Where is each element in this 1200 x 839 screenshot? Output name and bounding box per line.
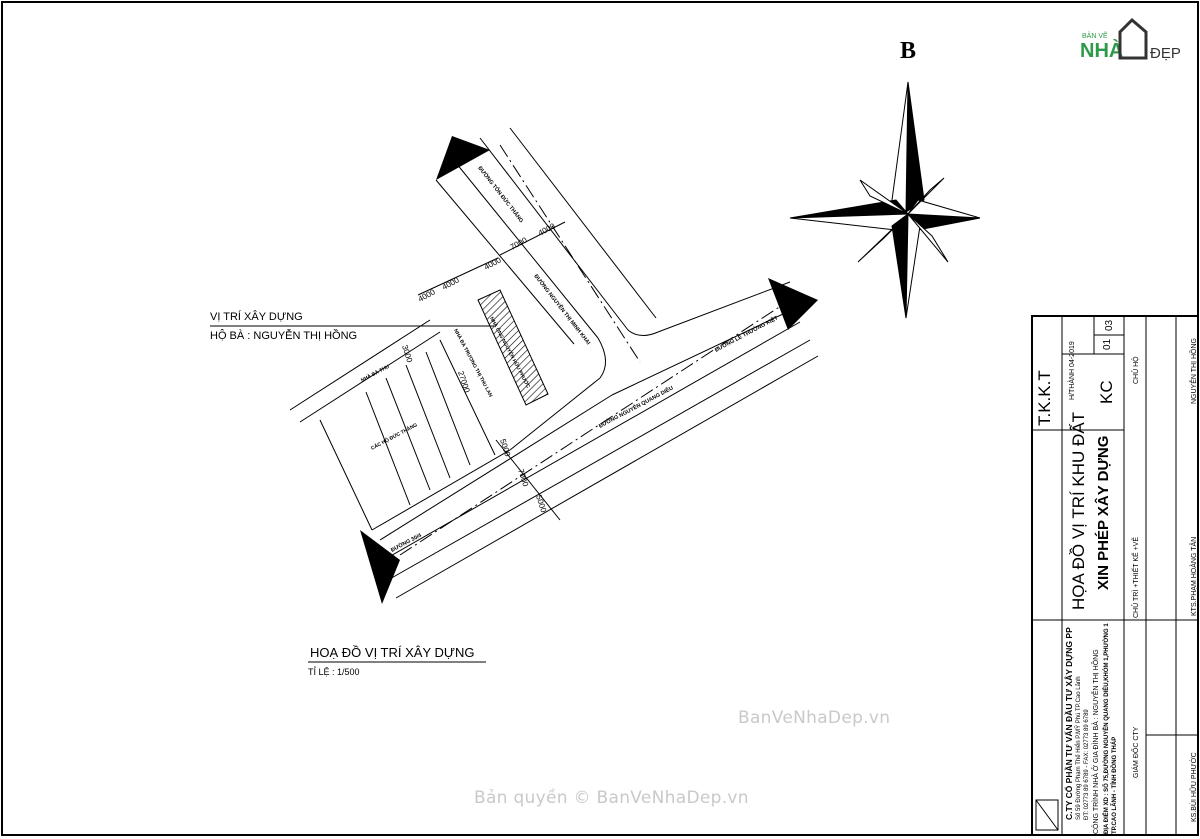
logo-top-text: BẢN VẼ (1082, 31, 1108, 40)
arrow-west-icon (360, 530, 400, 604)
logo-left-text: NHÀ (1080, 39, 1123, 62)
role-designer: CHỦ TRÌ +THIẾT KẾ +VẼ (1130, 537, 1140, 618)
dim-line (495, 439, 561, 521)
legend-building-site: VỊ TRÍ XÂY DỰNG (210, 310, 303, 323)
dimension-label: 5000 (534, 494, 548, 514)
lot-label: NHÀ BÀ TRƯƠNG THỊ THU LAN (452, 328, 494, 399)
lot-line (385, 377, 431, 491)
street-names: ĐƯỜNG TÔN ĐỨC THẮNG ĐƯỜNG NGUYỄN THỊ MIN… (389, 164, 780, 553)
north-letter: B (900, 38, 916, 64)
road-edge (379, 394, 613, 541)
location-line-2: TP.CAO LÃNH - TỈNH ĐỒNG THÁP (1111, 737, 1118, 834)
lot-line (371, 449, 511, 531)
lot-line (405, 364, 451, 479)
title-block-text: C.TY CỔ PHẦN TƯ VẤN ĐẦU TƯ XÂY DỰNG PP S… (1035, 319, 1198, 834)
road-edge (395, 355, 819, 599)
road-corner (597, 337, 606, 379)
watermark-copyright: Bản quyền © BanVeNhaDep.vn (474, 788, 749, 808)
lot-line (289, 319, 431, 411)
road-centerline (399, 299, 791, 556)
lot-label: CÁC HỘ ĐỨC THẮNG (369, 420, 418, 451)
direction-arrows (360, 136, 818, 604)
dimension-label: 3000 (400, 344, 414, 364)
dimension-label: 27000 (456, 370, 472, 394)
road-edge (435, 179, 575, 345)
name-designer: KTS.PHẠM HOÀNG TÂN (1189, 537, 1198, 616)
road-edge (509, 377, 601, 451)
logo-right-text: ĐẸP (1150, 45, 1181, 62)
lot-line (439, 339, 496, 456)
firm-name: C.TY CỔ PHẦN TƯ VẤN ĐẦU TƯ XÂY DỰNG PP (1063, 627, 1074, 820)
watermark-center: BanVeNhaDep.vn (738, 708, 891, 728)
road-edge (479, 137, 629, 331)
lot-line (425, 351, 471, 466)
road-centerline (499, 144, 641, 363)
street-label: ĐƯỜNG NGUYỄN THỊ MINH KHAI (532, 272, 592, 346)
house-icon (1118, 17, 1148, 60)
dim-line (499, 221, 566, 256)
site-plan (210, 127, 819, 599)
road-edge (451, 157, 599, 339)
dimension-label: 4000 (441, 275, 461, 292)
arrow-east-icon (768, 278, 818, 330)
road-edge (387, 339, 811, 581)
road-edge (657, 281, 791, 333)
dimension-label: 4000 (483, 255, 503, 272)
name-director: KS.BÙI HỮU PHƯỚC (1189, 752, 1198, 822)
road-edge (611, 305, 801, 396)
compass-rose-icon (789, 81, 981, 319)
project-line: CÔNG TRÌNH NHÀ Ở GIA ĐÌNH BÀ : NGUYỄN TH… (1090, 649, 1100, 834)
completion-date: H/THÀNH 04-2019 (1067, 341, 1076, 400)
firm-phone: ĐT: 02773 89 6789 - FAX: 02773 89 6789 (1084, 709, 1090, 820)
name-owner: NGUYỄN THỊ HỒNG (1188, 338, 1198, 404)
arrow-north-icon (436, 136, 490, 180)
lot-line (299, 331, 441, 423)
lot-label: NHÀ BÀ THU (360, 363, 391, 384)
role-director: GIÁM ĐỐC CTY (1130, 726, 1140, 778)
road-edge (379, 321, 801, 563)
lot-line (319, 419, 373, 531)
brand-logo: BẢN VẼ NHÀ ĐẸP (1080, 17, 1181, 62)
location-line-1: ĐỊA ĐIỂM XD : SỐ 75,ĐƯỜNG NGUYỄN QUANG D… (1102, 623, 1110, 834)
title-block (1031, 315, 1199, 836)
drawing-title: HOẠ ĐỒ VỊ TRÍ XÂY DỰNG (310, 645, 475, 660)
dimension-label: 5000 (498, 438, 512, 458)
sheet-title-1: HỌA ĐỒ VỊ TRÍ KHU ĐẤT (1069, 412, 1088, 610)
street-label: ĐƯỜNG NGUYỄN QUANG DIÊU (597, 384, 674, 430)
dim-line (417, 257, 499, 296)
dimension-label: 4000 (537, 221, 557, 238)
role-owner: CHỦ HỘ (1131, 356, 1140, 384)
firm-address: Số 59 Đường Phạm Thế Hiển P.MỸ Phú TP.Ca… (1075, 676, 1082, 820)
legend-owner: HỘ BÀ : NGUYỄN THỊ HỒNG (210, 329, 357, 342)
street-label: ĐƯỜNG LÊ THƯỜNG KIỆT (713, 313, 780, 353)
building-site-hatch (477, 289, 549, 406)
drawing-scale: TỈ LỆ : 1/500 (308, 666, 360, 677)
drawing-code: KC (1097, 380, 1116, 404)
design-phase: T.K.K.T (1035, 370, 1054, 426)
road-edge (509, 127, 657, 319)
road-corner (627, 329, 659, 336)
sheet-total: 03 (1104, 319, 1115, 331)
lot-line (365, 391, 411, 506)
sheet-number: 01 (1102, 338, 1113, 350)
dimension-label: 4000 (417, 287, 437, 304)
sheet-title-2: XIN PHÉP XÂY DỰNG (1094, 436, 1112, 590)
